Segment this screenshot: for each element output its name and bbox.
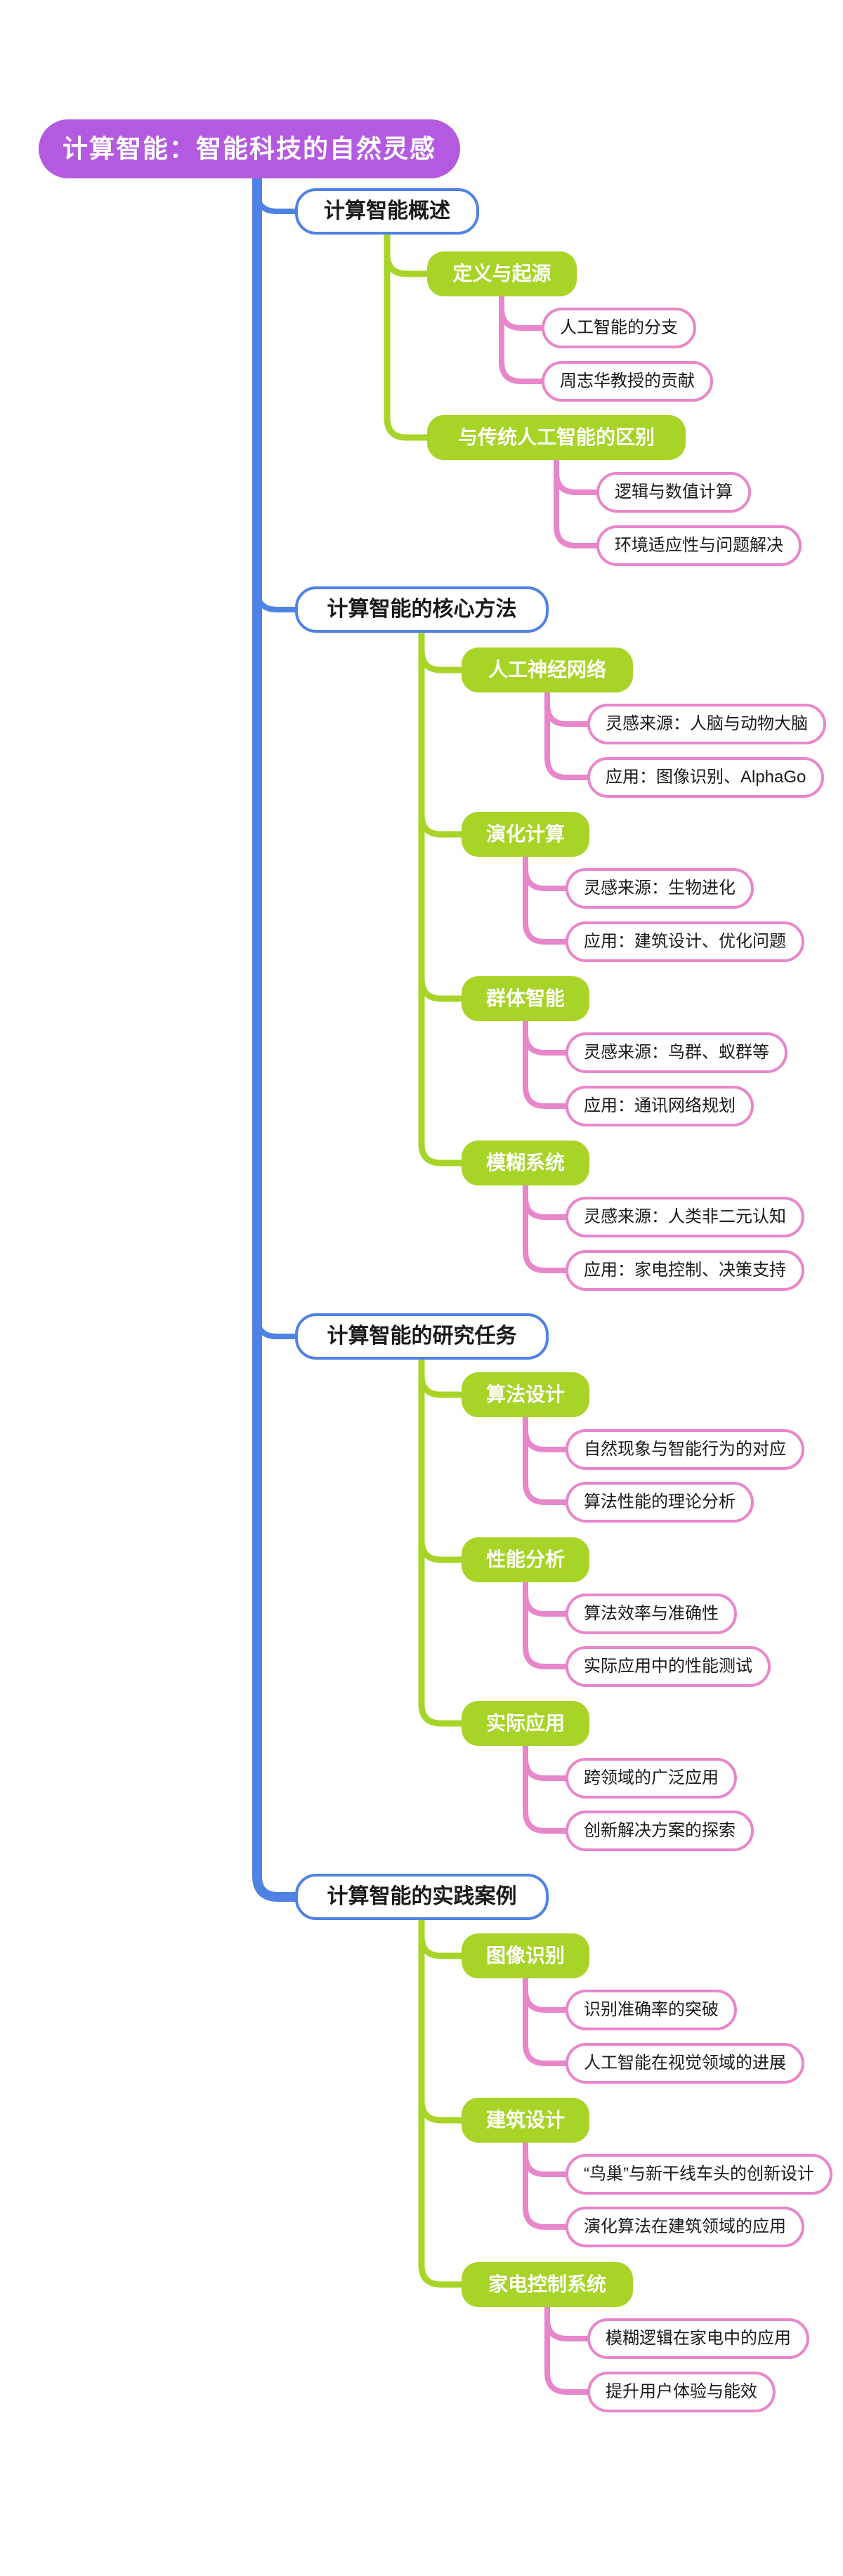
connector-path bbox=[523, 1018, 568, 1109]
connector-path bbox=[418, 975, 465, 1002]
subtopic-algorithm-design[interactable]: 算法设计 bbox=[462, 1372, 589, 1417]
connector-path bbox=[523, 1987, 568, 2013]
connector-path bbox=[523, 1414, 568, 1505]
connector-path bbox=[544, 690, 590, 780]
connector-path bbox=[523, 1195, 568, 1220]
subtopic-definition-origin[interactable]: 定义与起源 bbox=[427, 251, 577, 296]
detail-item[interactable]: 逻辑与数值计算 bbox=[596, 472, 751, 513]
connector-path bbox=[523, 2152, 568, 2177]
subtopic-appliance-control[interactable]: 家电控制系统 bbox=[462, 2262, 633, 2307]
connector-path bbox=[384, 251, 431, 277]
connector-path bbox=[418, 1933, 465, 1959]
connector-path bbox=[523, 1579, 568, 1669]
subtopic-neural-networks[interactable]: 人工神经网络 bbox=[462, 648, 633, 692]
main-topic-practice-cases[interactable]: 计算智能的实践案例 bbox=[295, 1874, 549, 1920]
connector-path bbox=[418, 811, 465, 838]
detail-item[interactable]: 算法效率与准确性 bbox=[566, 1593, 737, 1634]
detail-item[interactable]: 环境适应性与问题解决 bbox=[596, 525, 802, 566]
connector-path bbox=[418, 1372, 465, 1398]
connector-path bbox=[418, 1356, 465, 1727]
detail-item[interactable]: 人工智能的分支 bbox=[542, 308, 696, 348]
connector-path bbox=[523, 1756, 568, 1781]
connector-path bbox=[523, 854, 568, 945]
detail-item[interactable]: 人工智能在视觉领域的进展 bbox=[566, 2043, 804, 2084]
detail-item[interactable]: 演化算法在建筑领域的应用 bbox=[566, 2207, 804, 2247]
connector-path bbox=[523, 1427, 568, 1452]
main-topic-overview[interactable]: 计算智能概述 bbox=[295, 188, 479, 235]
subtopic-performance-analysis[interactable]: 性能分析 bbox=[462, 1537, 589, 1582]
detail-item[interactable]: 创新解决方案的探索 bbox=[566, 1811, 754, 1851]
level3-connectors bbox=[499, 294, 599, 2395]
detail-item[interactable]: 算法性能的理论分析 bbox=[566, 1482, 754, 1523]
detail-item[interactable]: 灵感来源：生物进化 bbox=[566, 868, 754, 909]
subtopic-architectural-design[interactable]: 建筑设计 bbox=[462, 2098, 589, 2143]
connector-path bbox=[254, 189, 298, 214]
main-topic-core-methods[interactable]: 计算智能的核心方法 bbox=[295, 586, 549, 633]
connector-path bbox=[523, 1591, 568, 1617]
detail-item[interactable]: 灵感来源：人脑与动物大脑 bbox=[587, 704, 826, 744]
connector-path bbox=[418, 629, 465, 1167]
main-topic-research-tasks[interactable]: 计算智能的研究任务 bbox=[295, 1313, 549, 1360]
connector-path bbox=[554, 457, 599, 548]
trunk-line bbox=[252, 169, 300, 1902]
detail-item[interactable]: 应用：图像识别、AlphaGo bbox=[587, 757, 825, 798]
central-topic[interactable]: 计算智能：智能科技的自然灵感 bbox=[39, 119, 460, 178]
detail-item[interactable]: 跨领域的广泛应用 bbox=[566, 1758, 737, 1799]
connector-path bbox=[523, 1030, 568, 1056]
detail-item[interactable]: 模糊逻辑在家电中的应用 bbox=[587, 2318, 809, 2359]
connector-path bbox=[523, 2140, 568, 2230]
subtopic-fuzzy-systems[interactable]: 模糊系统 bbox=[462, 1141, 589, 1185]
connector-path bbox=[544, 702, 590, 727]
subtopic-difference-traditional-ai[interactable]: 与传统人工智能的区别 bbox=[427, 415, 686, 460]
detail-item[interactable]: 自然现象与智能行为的对应 bbox=[566, 1429, 804, 1470]
connector-path bbox=[544, 2316, 590, 2341]
subtopic-image-recognition[interactable]: 图像识别 bbox=[462, 1933, 589, 1978]
connector-path bbox=[254, 587, 298, 612]
detail-item[interactable]: 应用：建筑设计、优化问题 bbox=[566, 921, 804, 962]
level1-connectors bbox=[252, 169, 300, 1902]
connector-path bbox=[418, 647, 465, 673]
detail-item[interactable]: 应用：通讯网络规划 bbox=[566, 1086, 754, 1126]
connector-path bbox=[523, 1976, 568, 2066]
detail-item[interactable]: 灵感来源：人类非二元认知 bbox=[566, 1197, 804, 1237]
subtopic-swarm-intelligence[interactable]: 群体智能 bbox=[462, 976, 589, 1021]
connector-path bbox=[418, 2097, 465, 2124]
connector-path bbox=[384, 231, 431, 441]
detail-item[interactable]: “鸟巢”与新干线车头的创新设计 bbox=[566, 2154, 832, 2195]
connector-path bbox=[499, 305, 544, 331]
detail-item[interactable]: 实际应用中的性能测试 bbox=[566, 1646, 771, 1687]
connector-path bbox=[544, 2304, 590, 2395]
connector-path bbox=[499, 294, 544, 384]
connector-path bbox=[523, 1183, 568, 1273]
detail-item[interactable]: 周志华教授的贡献 bbox=[542, 361, 713, 402]
detail-item[interactable]: 灵感来源：鸟群、蚁群等 bbox=[566, 1032, 788, 1073]
connector-path bbox=[418, 1537, 465, 1563]
subtopic-practical-application[interactable]: 实际应用 bbox=[462, 1701, 589, 1746]
detail-item[interactable]: 识别准确率的突破 bbox=[566, 1990, 737, 2030]
connector-path bbox=[554, 470, 599, 495]
subtopic-evolutionary-computation[interactable]: 演化计算 bbox=[462, 812, 589, 857]
connector-path bbox=[418, 1917, 465, 2288]
detail-item[interactable]: 应用：家电控制、决策支持 bbox=[566, 1250, 804, 1291]
connector-path bbox=[254, 1314, 298, 1339]
connector-path bbox=[523, 866, 568, 891]
detail-item[interactable]: 提升用户体验与能效 bbox=[587, 2372, 776, 2412]
level2-connectors bbox=[384, 231, 465, 2288]
connector-path bbox=[523, 1743, 568, 1834]
